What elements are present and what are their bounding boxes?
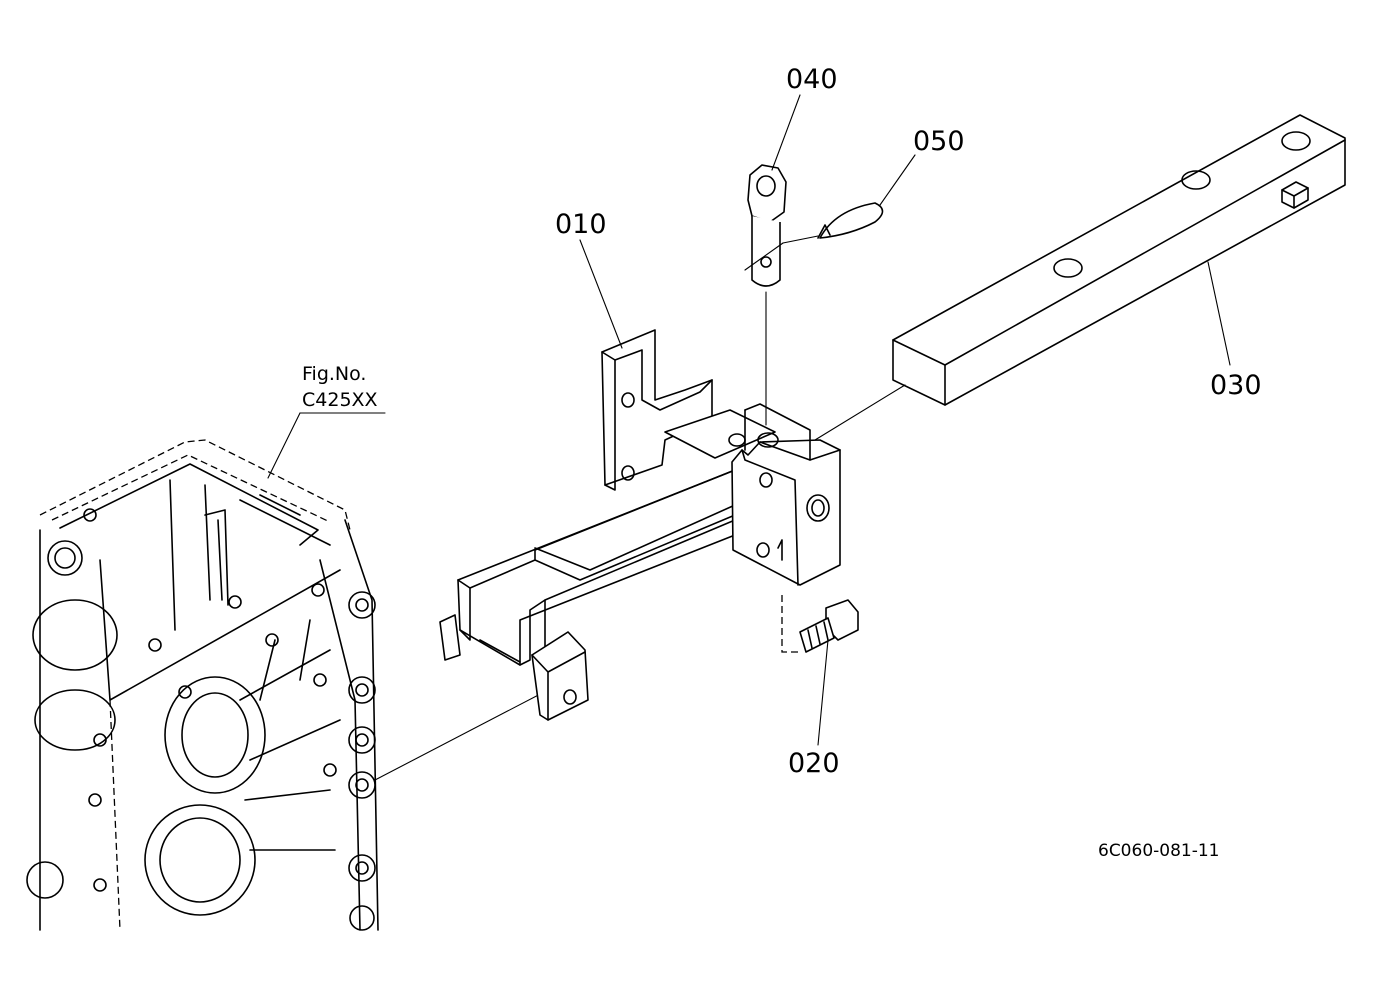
label-part-020: 020 <box>788 748 840 779</box>
label-part-030: 030 <box>1210 370 1262 401</box>
part-050-clip <box>744 202 884 271</box>
part-030-bar <box>814 114 1346 441</box>
assembly-line-case <box>374 689 549 781</box>
part-040-pin <box>747 164 787 426</box>
figure-ref-line2: C425XX <box>302 389 378 411</box>
leader-lines <box>267 94 1231 746</box>
part-010-bracket <box>439 329 841 721</box>
label-part-040: 040 <box>786 64 838 95</box>
transmission-case-outline <box>26 439 379 931</box>
part-020-bolt <box>781 595 859 653</box>
label-part-050: 050 <box>913 126 965 157</box>
label-part-010: 010 <box>555 209 607 240</box>
figure-ref-line1: Fig.No. <box>302 363 366 385</box>
drawing-code: 6C060-081-11 <box>1098 841 1219 861</box>
